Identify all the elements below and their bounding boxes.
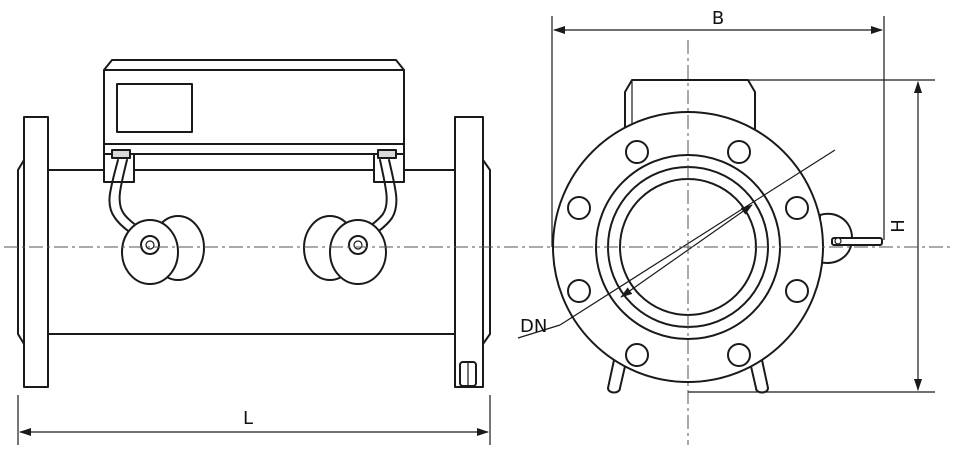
right-flange — [454, 116, 484, 388]
length-dimension: L — [17, 395, 491, 445]
right-flange-lip — [482, 159, 491, 345]
length-label: L — [243, 408, 253, 429]
display-window — [116, 83, 193, 133]
left-transducer — [108, 159, 205, 285]
width-label: B — [712, 8, 724, 29]
height-dimension: H — [688, 79, 935, 393]
left-flange — [23, 116, 49, 388]
grounding-lug — [459, 361, 477, 387]
right-transducer — [303, 159, 398, 285]
pipe-body — [44, 169, 458, 335]
front-view: DN B H — [517, 8, 935, 394]
mounting-rail — [103, 143, 405, 155]
height-label: H — [888, 219, 909, 233]
bolt-holes — [567, 140, 809, 367]
side-valve — [819, 212, 883, 264]
side-view: L — [17, 59, 491, 445]
converter-housing — [103, 59, 405, 183]
width-dimension: B — [551, 8, 885, 247]
dn-dimension: DN — [517, 149, 836, 339]
centerlines — [4, 40, 950, 445]
nominal-diameter-label: DN — [520, 316, 547, 337]
